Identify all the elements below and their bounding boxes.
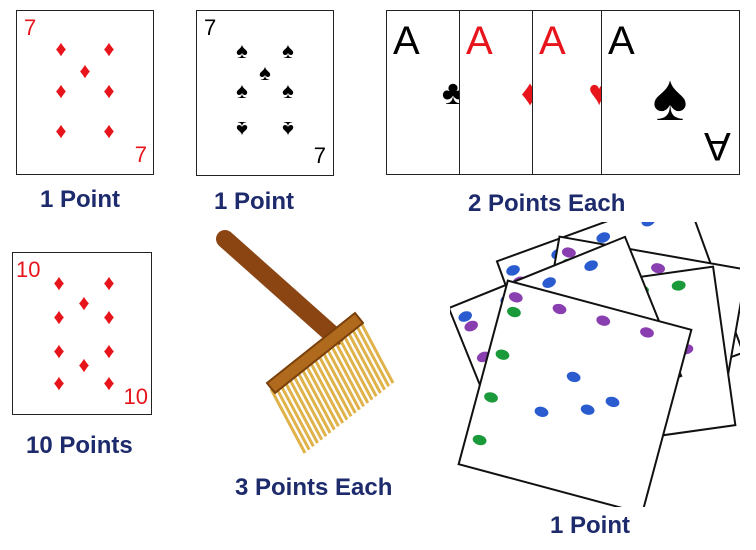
turtle-icon xyxy=(640,327,654,338)
ten-of-diamonds-card: 10 10 ♦ ♦ ♦ ♦ ♦ ♦ ♦ ♦ ♦ ♦ xyxy=(12,252,152,415)
broom-bristle xyxy=(286,374,324,441)
ace-of-hearts-card: A ♥ xyxy=(532,10,610,175)
broom-bristle xyxy=(315,351,353,418)
diamond-icon: ♦ xyxy=(53,370,65,395)
club-icon: ♣ xyxy=(441,74,465,112)
diamond-icon: ♦ xyxy=(78,290,90,315)
card-pile-icon xyxy=(450,222,740,507)
turtle-icon xyxy=(507,306,521,318)
turtle-icon xyxy=(534,406,549,417)
seven-of-diamonds-card: 7 7 ♦ ♦ ♦ ♦ ♦ ♦ ♦ xyxy=(16,10,154,175)
turtle-icon xyxy=(605,396,620,408)
turtle-icon xyxy=(580,404,595,415)
turtle-icon xyxy=(671,280,686,291)
diamond-icon: ♦ xyxy=(103,270,115,295)
broom-bristle xyxy=(319,348,357,414)
broom-icon xyxy=(216,230,395,454)
broom-bristle xyxy=(307,358,345,424)
card-rank-top: 10 xyxy=(16,257,41,282)
diamond-icon: ♦ xyxy=(53,270,65,295)
broom-bristle xyxy=(332,338,370,404)
broom-bristle xyxy=(303,361,340,428)
aces-points-label: 2 Points Each xyxy=(468,190,626,217)
broom-bristle xyxy=(273,384,311,451)
spade-icon: ♠ xyxy=(236,117,248,142)
spade-icon: ♠ xyxy=(236,38,248,63)
seven-of-spades-card: 7 7 ♠ ♠ ♠ ♠ ♠ ♠ ♠ xyxy=(196,10,334,176)
ace-of-diamonds-card: A ♦ xyxy=(459,10,539,175)
spade-icon: ♠ xyxy=(282,78,294,103)
spade-icon: ♠ xyxy=(259,60,271,85)
turtle-icon xyxy=(472,434,487,446)
card-rank-top: 7 xyxy=(204,15,217,40)
turtle-icon xyxy=(508,292,523,303)
diamond-icon: ♦ xyxy=(55,78,67,103)
broom-bristle xyxy=(269,388,307,454)
broom-bristle xyxy=(299,364,336,431)
ace-of-spades-card: A ♠ A xyxy=(601,10,740,175)
diamond-icon: ♦ xyxy=(103,304,115,329)
diamond-icon: ♦ xyxy=(78,352,90,377)
seven-diamonds-points-label: 1 Point xyxy=(40,186,121,213)
turtle-icon xyxy=(464,320,478,332)
card-rank: A xyxy=(539,19,566,63)
broom-bristle xyxy=(290,371,328,438)
card-rank-bottom: 7 xyxy=(313,143,326,168)
turtle-icon xyxy=(641,222,656,227)
turtle-icon xyxy=(458,311,472,322)
card-rank: A xyxy=(393,19,420,63)
turtle-icon xyxy=(542,277,556,288)
turtle-icon xyxy=(506,265,520,276)
spade-icon: ♠ xyxy=(282,38,294,63)
broom-bristle xyxy=(336,334,374,401)
turtle-icon xyxy=(495,349,510,360)
card-rank-top: 7 xyxy=(24,15,37,40)
broom-bristle xyxy=(345,328,382,394)
spade-icon: ♠ xyxy=(282,117,294,142)
turtle-icon xyxy=(561,247,576,258)
aces-group: A ♣ A ♦ A ♥ A ♠ A xyxy=(386,10,740,175)
diamond-icon: ♦ xyxy=(103,118,115,143)
card-pile-points-label: 1 Point xyxy=(550,512,631,539)
diamond-icon: ♦ xyxy=(103,338,115,363)
seven-spades-points-label: 1 Point xyxy=(214,188,295,215)
turtle-icon xyxy=(596,232,611,243)
card-rank-bottom: A xyxy=(704,124,731,168)
broom-bristle xyxy=(340,331,378,398)
broom-bristle xyxy=(349,324,386,391)
broom-bristle xyxy=(324,344,361,411)
broom-bristle xyxy=(278,381,315,448)
ten-diamonds-points-label: 10 Points xyxy=(26,432,133,459)
turtle-icon xyxy=(584,260,598,271)
spade-icon: ♠ xyxy=(652,60,688,134)
diamond-icon: ♦ xyxy=(103,370,115,395)
diamond-icon: ♦ xyxy=(53,338,65,363)
broom-bristle xyxy=(357,318,395,384)
diamond-icon: ♦ xyxy=(55,118,67,143)
broom-bristle xyxy=(311,354,349,421)
diamond-icon: ♦ xyxy=(55,36,67,61)
broom-bristle xyxy=(282,378,319,444)
card-rank: A xyxy=(466,19,493,63)
diamond-icon: ♦ xyxy=(79,58,91,83)
turtle-icon xyxy=(484,392,498,403)
turtle-icon xyxy=(596,315,611,326)
turtle-icon xyxy=(552,303,567,315)
card-rank-top: A xyxy=(608,19,635,63)
broom-bristle xyxy=(328,341,365,408)
broom-bristle xyxy=(294,368,332,434)
turtle-icon xyxy=(651,263,665,274)
diamond-icon: ♦ xyxy=(53,304,65,329)
pile-card xyxy=(457,279,693,507)
ace-of-clubs-card: A ♣ xyxy=(386,10,464,175)
card-rank-bottom: 10 xyxy=(123,384,148,409)
diamond-icon: ♦ xyxy=(103,78,115,103)
broom-points-label: 3 Points Each xyxy=(235,474,393,501)
card-rank-bottom: 7 xyxy=(134,142,147,167)
spade-icon: ♠ xyxy=(236,78,248,103)
diamond-icon: ♦ xyxy=(103,36,115,61)
broom-bristle xyxy=(353,321,391,388)
turtle-icon xyxy=(566,371,581,383)
